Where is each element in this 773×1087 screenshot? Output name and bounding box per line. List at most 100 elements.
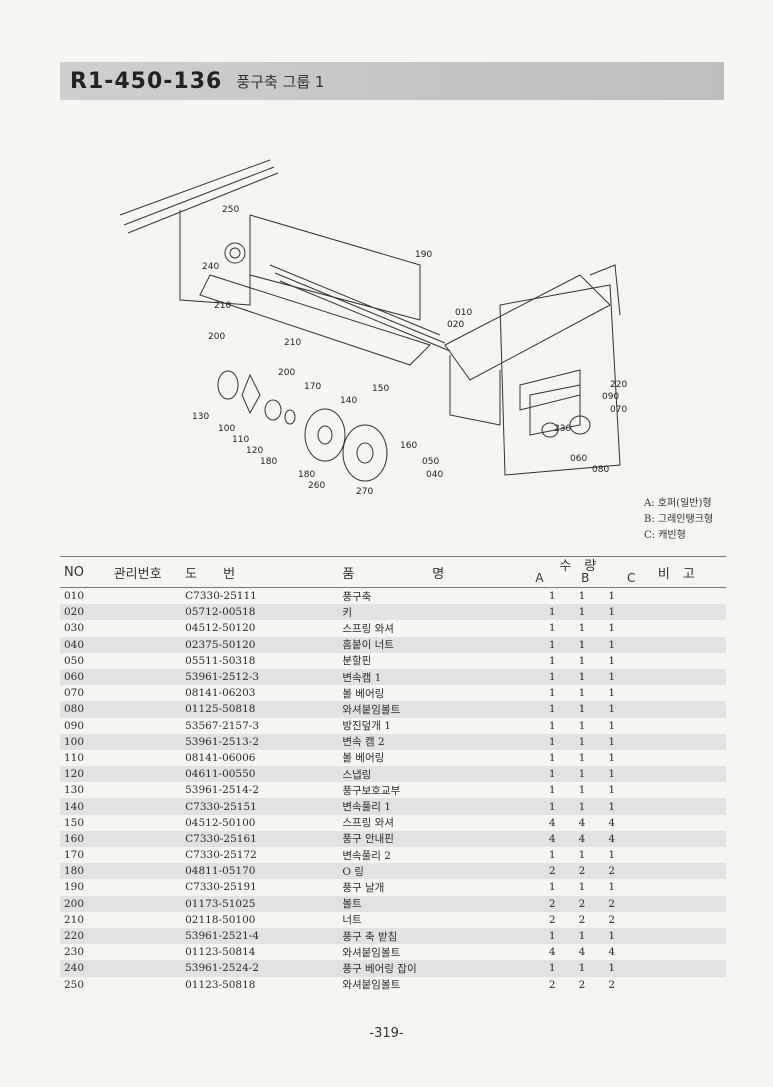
part-name: O 링 <box>342 863 538 880</box>
mgmt-no <box>113 701 186 718</box>
remarks <box>627 620 726 636</box>
qty-c: 1 <box>596 604 627 621</box>
part-name: 풍구보호교부 <box>342 784 401 797</box>
qty-b: 2 <box>567 895 597 912</box>
callout: 190 <box>415 250 432 260</box>
qty-a: 4 <box>548 946 556 959</box>
drawing-no: 04811-05170 <box>185 863 343 880</box>
drawing-no: C7330-25151 <box>185 798 343 815</box>
part-name: 볼트 <box>342 895 538 912</box>
qty-c: 2 <box>596 863 627 880</box>
callout: 200 <box>208 332 225 342</box>
mgmt-no <box>114 815 185 831</box>
qty-a: 1 <box>548 751 556 764</box>
remarks <box>627 944 726 960</box>
part-no: 120 <box>60 766 114 783</box>
part-no: 060 <box>60 668 114 686</box>
qty-c: 2 <box>608 913 616 926</box>
mgmt-no <box>113 895 186 912</box>
remarks <box>626 960 726 977</box>
part-no: 180 <box>60 863 114 880</box>
qty-a: 1 <box>537 733 568 750</box>
part-name: 와셔붙임볼트 <box>342 946 401 959</box>
qty-a: 1 <box>548 590 556 603</box>
part-code: R1-450-136 <box>70 68 223 94</box>
exploded-parts-diagram: 250 240 190 210 200 210 200 010 020 170 … <box>119 159 627 497</box>
callout: 210 <box>214 301 231 311</box>
qty-c: 1 <box>608 849 616 862</box>
qty-a: 1 <box>548 849 556 862</box>
qty-a: 2 <box>537 863 568 880</box>
mgmt-no <box>113 798 186 815</box>
part-no: 160 <box>60 830 114 847</box>
page-number: -319- <box>369 1026 404 1041</box>
qty-c: 1 <box>608 719 616 732</box>
header-qty-a: A <box>535 571 544 585</box>
callout: 160 <box>400 441 417 451</box>
drawing-no: 04512-50100 <box>185 816 256 829</box>
qty-c: 1 <box>608 881 616 894</box>
drawing-no: 02118-50100 <box>185 913 256 926</box>
qty-b: 1 <box>567 701 597 718</box>
remarks <box>626 830 726 847</box>
qty-c: 4 <box>608 816 616 829</box>
remarks <box>626 927 726 945</box>
part-name: 스프링 와셔 <box>342 622 394 635</box>
remarks <box>626 733 726 750</box>
callout: 120 <box>246 446 263 456</box>
remarks <box>626 636 726 653</box>
drawing-no: 05712-00518 <box>185 604 343 621</box>
qty-b: 2 <box>567 863 597 880</box>
drawing-no: 02375-50120 <box>185 636 343 653</box>
drawing-no: 01125-50818 <box>185 701 343 718</box>
qty-b: 1 <box>567 604 597 621</box>
remarks <box>626 798 726 815</box>
part-no: 220 <box>60 927 114 945</box>
mgmt-no <box>114 718 185 734</box>
variant-legend: A: 호퍼(일반)형 B: 그레인탱크형 C: 캐빈형 <box>644 496 713 544</box>
mgmt-no <box>113 960 186 977</box>
remarks <box>626 701 726 718</box>
remarks <box>627 815 726 831</box>
header-drawing-no: 도 번 <box>185 556 343 588</box>
qty-a: 1 <box>537 636 568 653</box>
callout: 110 <box>232 435 249 445</box>
qty-c: 1 <box>608 751 616 764</box>
qty-c: 1 <box>596 701 627 718</box>
drawing-no: 53961-2513-2 <box>185 733 343 750</box>
qty-b: 1 <box>567 636 597 653</box>
drawing-no: 04512-50120 <box>185 622 256 635</box>
mgmt-no <box>113 766 186 783</box>
part-name: 분할핀 <box>342 655 372 668</box>
part-no: 010 <box>64 590 85 603</box>
callout: 210 <box>284 338 301 348</box>
part-name: 변속풀리 2 <box>342 849 391 862</box>
qty-a: 1 <box>548 622 556 635</box>
part-name: 방진덮개 1 <box>342 720 391 733</box>
qty-a: 1 <box>548 719 556 732</box>
drawing-no: 53961-2514-2 <box>185 784 260 797</box>
qty-a: 1 <box>537 927 568 945</box>
mgmt-no <box>113 733 186 750</box>
part-name: 변속캠 1 <box>342 668 538 686</box>
mgmt-no <box>113 830 186 847</box>
drawing-no: 53961-2524-2 <box>185 960 343 977</box>
header-mgmt-no: 관리번호 <box>113 556 186 588</box>
callout: 180 <box>298 470 315 480</box>
callout: 230 <box>554 424 571 434</box>
drawing-no: 01123-50814 <box>185 946 256 959</box>
callout: 150 <box>372 384 389 394</box>
part-name: 스프링 와셔 <box>342 817 394 830</box>
